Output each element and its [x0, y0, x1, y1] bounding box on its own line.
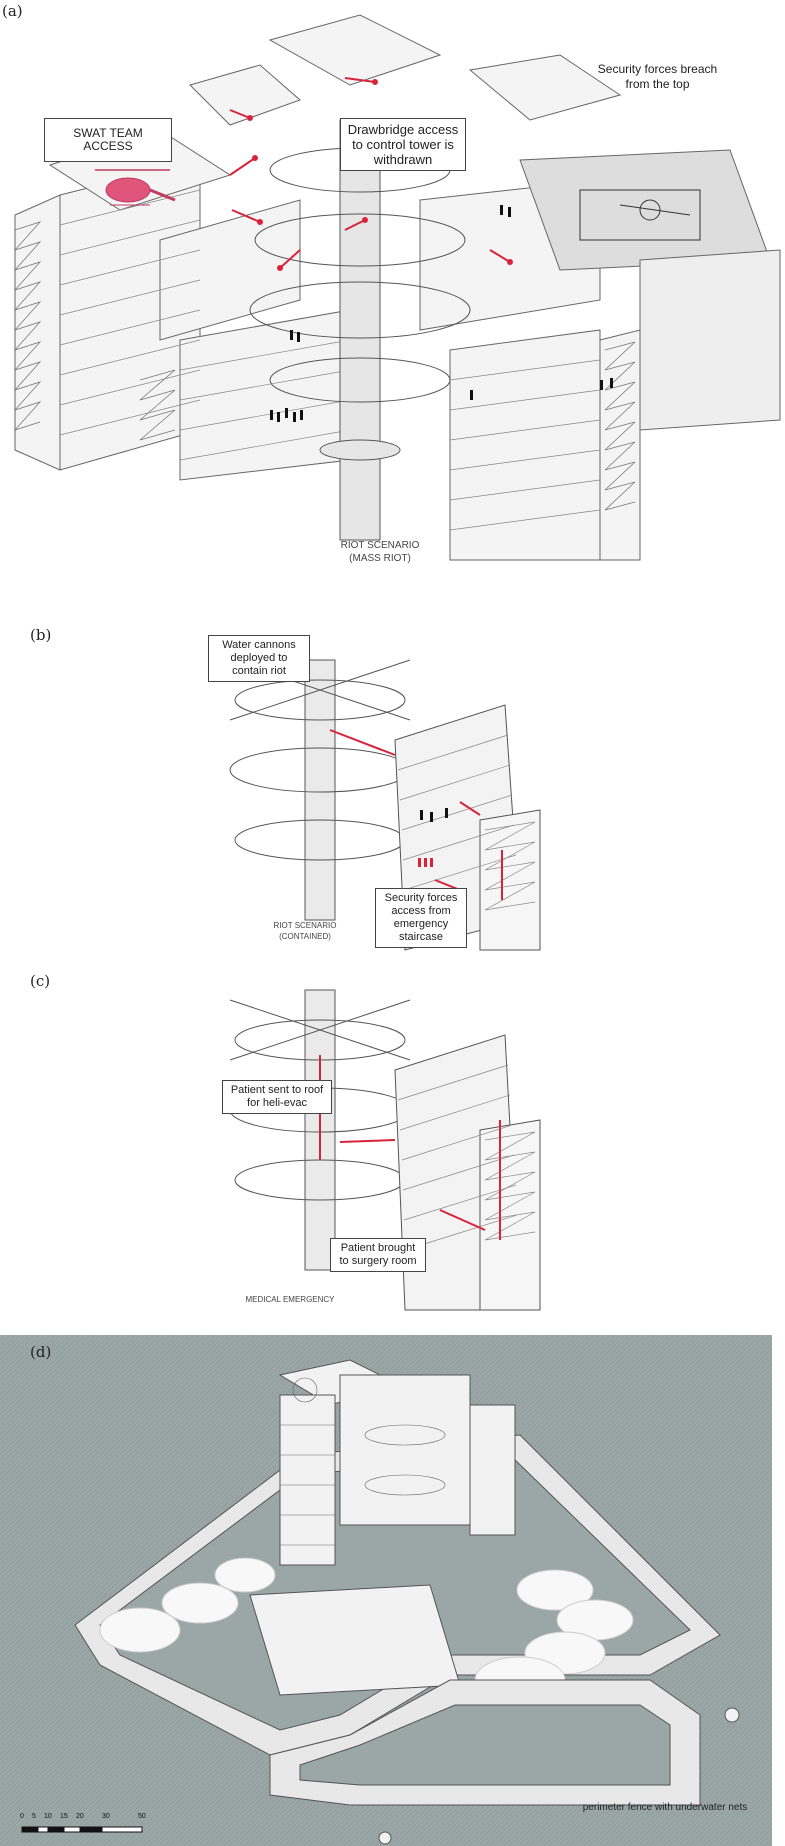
panel-a: (a) — [0, 0, 785, 580]
scale-bar — [21, 1826, 143, 1833]
callout-surgery-room: Patient brought to surgery room — [330, 1238, 426, 1272]
callout-heli-evac: Patient sent to roof for heli-evac — [222, 1080, 332, 1114]
panel-c-label: (c) — [30, 972, 51, 990]
caption-riot-contained-line1: RIOT SCENARIO — [273, 921, 337, 930]
callout-security-staircase: Security forces access from emergency st… — [375, 888, 467, 948]
caption-riot-mass-line2: (MASS RIOT) — [349, 553, 411, 564]
panel-b-label: (b) — [30, 626, 52, 644]
scale-tick-10: 10 — [44, 1813, 52, 1820]
panel-d-label: (d) — [30, 1343, 52, 1361]
caption-medical-emergency: MEDICAL EMERGENCY — [245, 1295, 335, 1304]
callout-water-cannons: Water cannons deployed to contain riot — [208, 635, 310, 682]
note-perimeter-fence: perimeter fence with underwater nets — [582, 1802, 748, 1813]
caption-riot-contained-line2: (CONTAINED) — [279, 932, 331, 941]
callout-drawbridge: Drawbridge access to control tower is wi… — [340, 118, 466, 171]
site-plan-illustration — [0, 1335, 772, 1846]
medical-emergency-illustration — [229, 989, 541, 1311]
scale-tick-20: 20 — [76, 1813, 84, 1820]
callout-swat-team-access: SWAT TEAM ACCESS — [44, 118, 172, 162]
panel-b: (b) Water cannons deployed to contain ri — [0, 600, 785, 960]
riot-mass-illustration — [13, 14, 781, 561]
panel-d: (d) perimeter fence with underwater nets… — [0, 1335, 772, 1846]
scale-tick-labels: 0 5 10 15 20 30 50 — [20, 1813, 150, 1825]
panel-c: (c) Patient sent to roof for heli-evac P… — [0, 960, 785, 1320]
caption-riot-mass-line1: RIOT SCENARIO — [340, 540, 420, 551]
scale-tick-30: 30 — [102, 1813, 110, 1820]
scale-tick-5: 5 — [32, 1813, 36, 1820]
scale-tick-50: 50 — [138, 1813, 146, 1820]
note-security-breach: Security forces breach from the top — [597, 62, 718, 91]
panel-a-label: (a) — [2, 2, 23, 20]
scale-tick-0: 0 — [20, 1813, 24, 1820]
scale-tick-15: 15 — [60, 1813, 68, 1820]
